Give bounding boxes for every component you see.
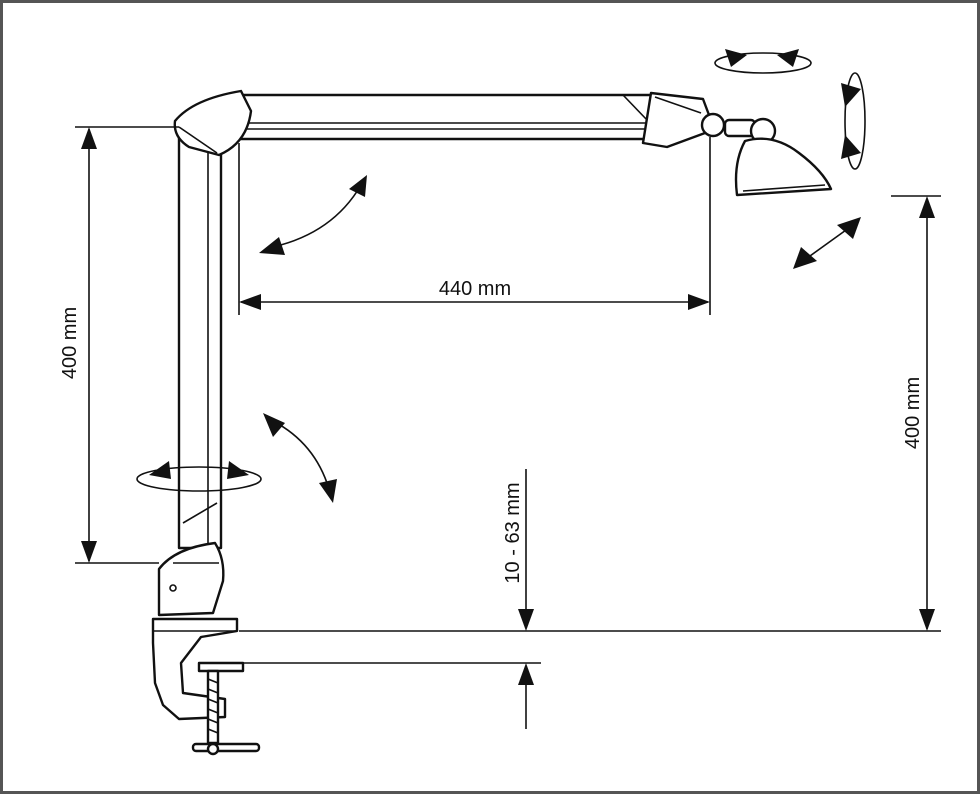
clamp-range-label: 10 - 63 mm (502, 482, 524, 583)
clamp-range-dimension: 10 - 63 mm (502, 469, 534, 729)
swivel-knuckle (700, 112, 726, 138)
arm-pivot-arrow (259, 175, 367, 255)
post-rotation-arrow (136, 461, 262, 492)
motion-arrows (136, 49, 866, 503)
head-rotation-arrow (714, 49, 812, 74)
post-height-label: 400 mm (59, 307, 81, 379)
clamp-handle (191, 742, 261, 753)
dimension-lines: 400 mm 440 mm 400 mm 10 - 6 (59, 126, 941, 729)
desk-lamp (151, 89, 833, 756)
lamp-head (734, 137, 833, 197)
arm-end-joint (641, 91, 711, 149)
base-joint (157, 541, 225, 617)
diagram-canvas: 400 mm 440 mm 400 mm 10 - 6 (59, 49, 941, 756)
elbow-joint (173, 89, 253, 157)
head-height-label: 400 mm (902, 377, 924, 449)
desk-clamp (151, 617, 261, 756)
head-tilt-arrow (841, 72, 866, 170)
head-height-dimension: 400 mm (891, 195, 941, 631)
vertical-post (177, 126, 223, 550)
post-pivot-arrow (263, 413, 337, 503)
horizontal-arm (239, 93, 655, 141)
head-pivot-arrow (793, 217, 861, 269)
arm-length-dimension: 440 mm (238, 137, 711, 315)
arm-length-label: 440 mm (439, 278, 511, 300)
post-height-dimension: 400 mm (59, 126, 179, 564)
clamp-pad (197, 661, 245, 673)
